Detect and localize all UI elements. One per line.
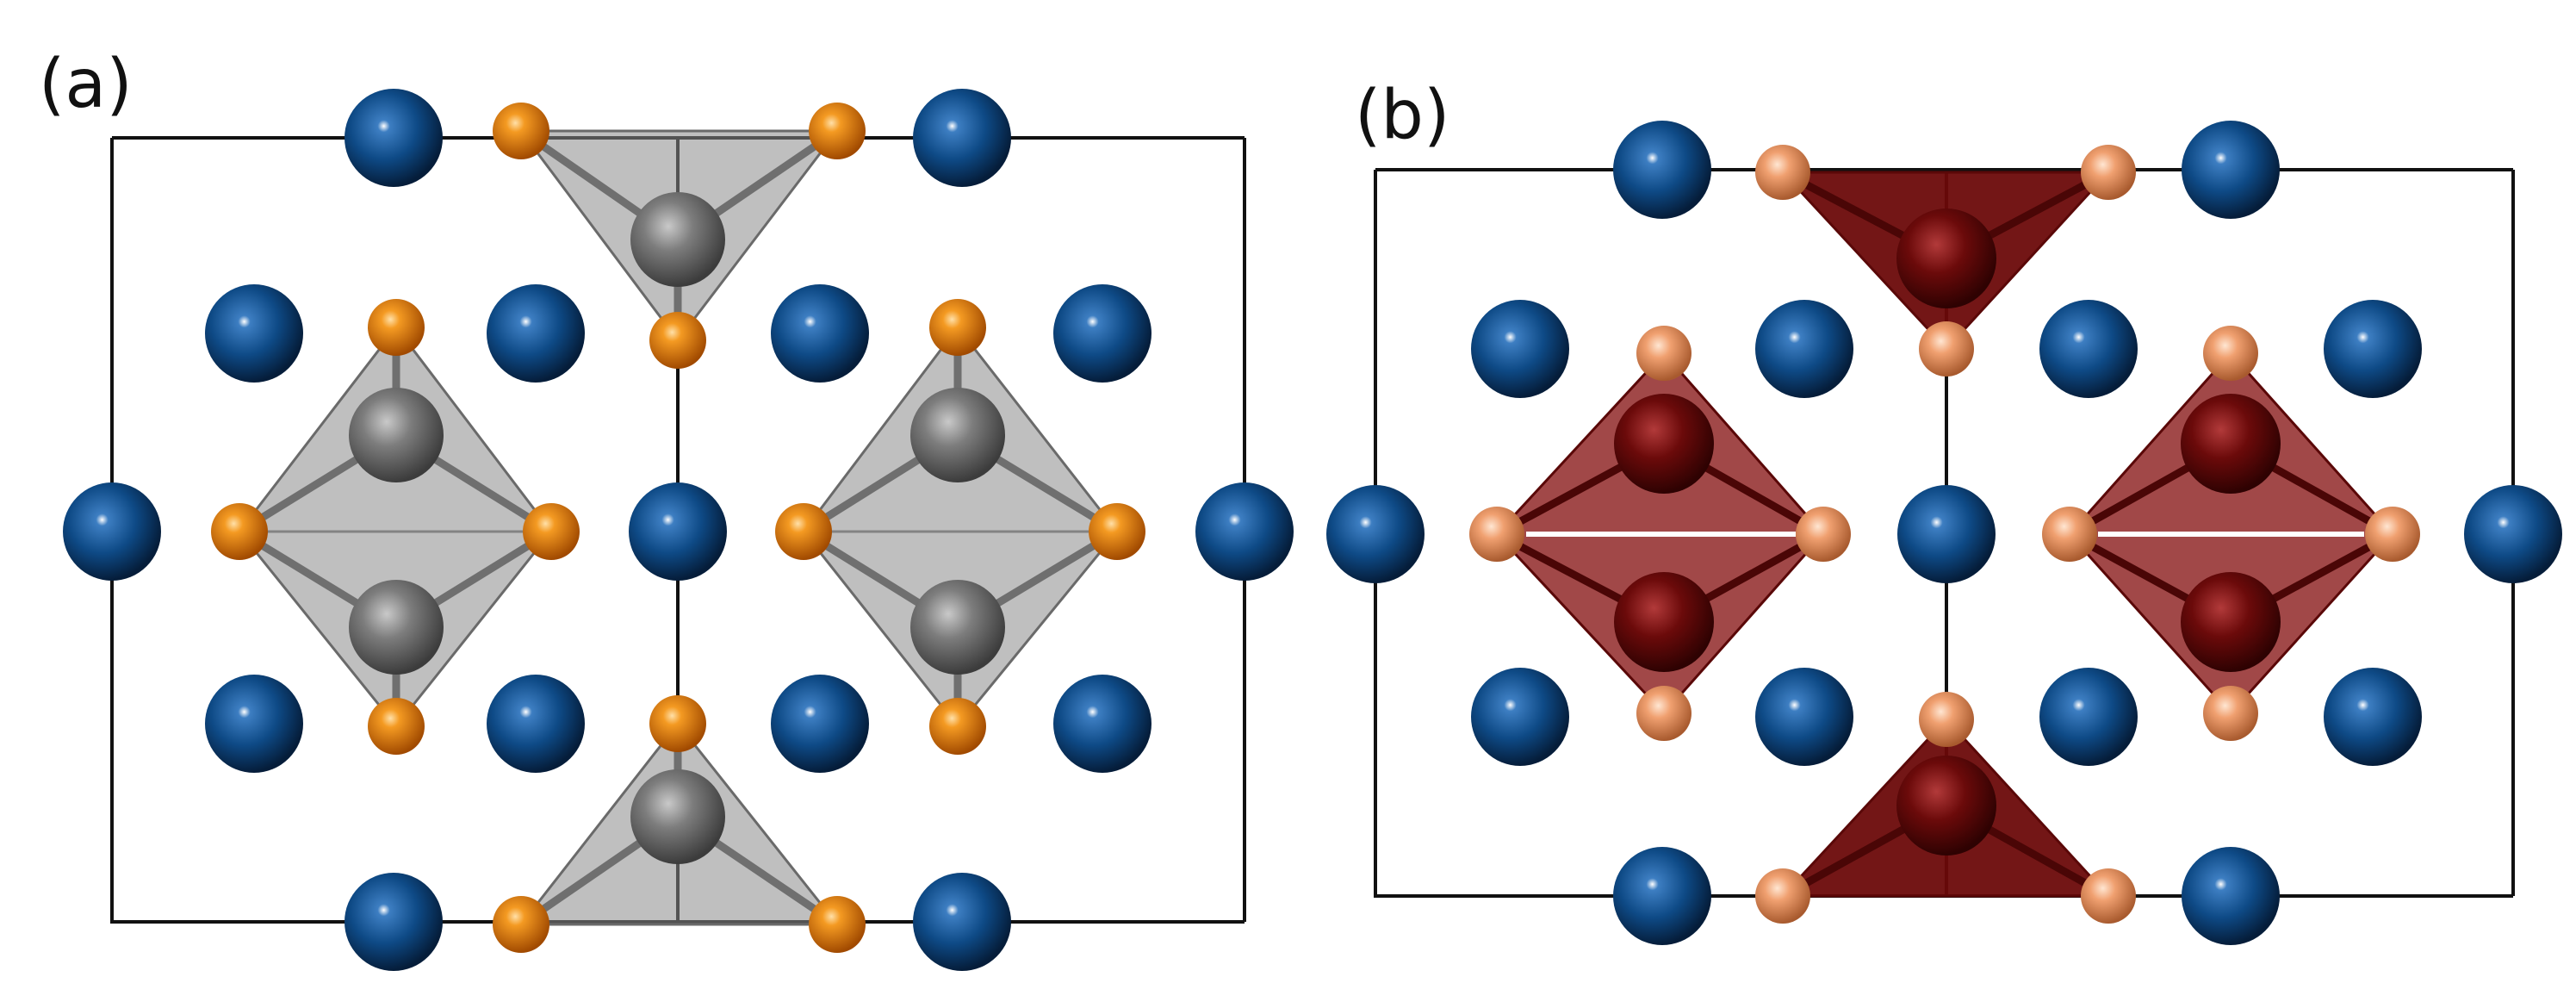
peach-atom [2203,326,2258,381]
dark-red-atom [1614,394,1714,494]
peach-atom [2365,507,2420,562]
orange-atom [929,299,986,356]
orange-atom [809,103,866,159]
dark-red-atom [2181,572,2281,672]
peach-atom [1755,145,1810,200]
peach-atom [2042,507,2097,562]
blue-atom [913,89,1011,187]
dark-red-atom [1614,572,1714,672]
blue-atom [2039,668,2138,766]
peach-atom [2081,868,2136,924]
blue-atom [1326,485,1425,583]
blue-atom [2182,847,2280,945]
panel-b: (b) [1326,77,2562,945]
blue-atom [1613,847,1711,945]
gray-atom [630,192,725,287]
peach-atom [1469,507,1524,562]
blue-atom [205,675,303,773]
blue-atom [1195,482,1294,581]
peach-atom [1636,686,1691,741]
blue-atom [629,482,727,581]
dark-red-atom [1896,208,1996,308]
blue-atom [2182,121,2280,219]
peach-atom [1755,868,1810,924]
orange-atom [809,896,866,953]
blue-atom [2464,485,2562,583]
blue-atom [771,284,869,383]
blue-atom [1471,668,1569,766]
panel-b-center-atoms [1614,208,2281,856]
panel-b-label: (b) [1355,77,1449,154]
blue-atom [771,675,869,773]
blue-atom [2324,668,2422,766]
blue-atom [487,675,585,773]
panel-a-label: (a) [39,46,133,123]
panel-b-cation-atoms [1326,121,2562,945]
orange-atom [368,299,425,356]
panel-a-center-atoms [349,192,1005,864]
panel-a-vertex-atoms [211,103,1145,953]
gray-atom [349,580,444,675]
panel-a-cation-atoms [63,89,1294,971]
orange-atom [775,503,832,560]
orange-atom [211,503,268,560]
peach-atom [1919,321,1974,376]
gray-atom [910,580,1005,675]
panel-a: (a) [39,46,1294,971]
orange-atom [493,103,549,159]
blue-atom [1755,668,1853,766]
gray-atom [910,388,1005,482]
blue-atom [1613,121,1711,219]
orange-atom [649,312,706,369]
peach-atom [1636,326,1691,381]
orange-atom [493,896,549,953]
blue-atom [1471,300,1569,398]
orange-atom [368,698,425,755]
peach-atom [1796,507,1851,562]
peach-atom [1919,692,1974,747]
orange-atom [1089,503,1145,560]
peach-atom [2203,686,2258,741]
blue-atom [1897,485,1996,583]
peach-atom [2081,145,2136,200]
gray-atom [630,769,725,864]
dark-red-atom [1896,756,1996,856]
blue-atom [1755,300,1853,398]
panel-b-vertex-atoms [1469,145,2420,924]
orange-atom [649,695,706,752]
blue-atom [1053,284,1151,383]
blue-atom [205,284,303,383]
blue-atom [913,873,1011,971]
blue-atom [487,284,585,383]
blue-atom [2324,300,2422,398]
blue-atom [2039,300,2138,398]
dark-red-atom [2181,394,2281,494]
blue-atom [63,482,161,581]
orange-atom [929,698,986,755]
gray-atom [349,388,444,482]
blue-atom [345,873,443,971]
blue-atom [345,89,443,187]
blue-atom [1053,675,1151,773]
orange-atom [523,503,580,560]
